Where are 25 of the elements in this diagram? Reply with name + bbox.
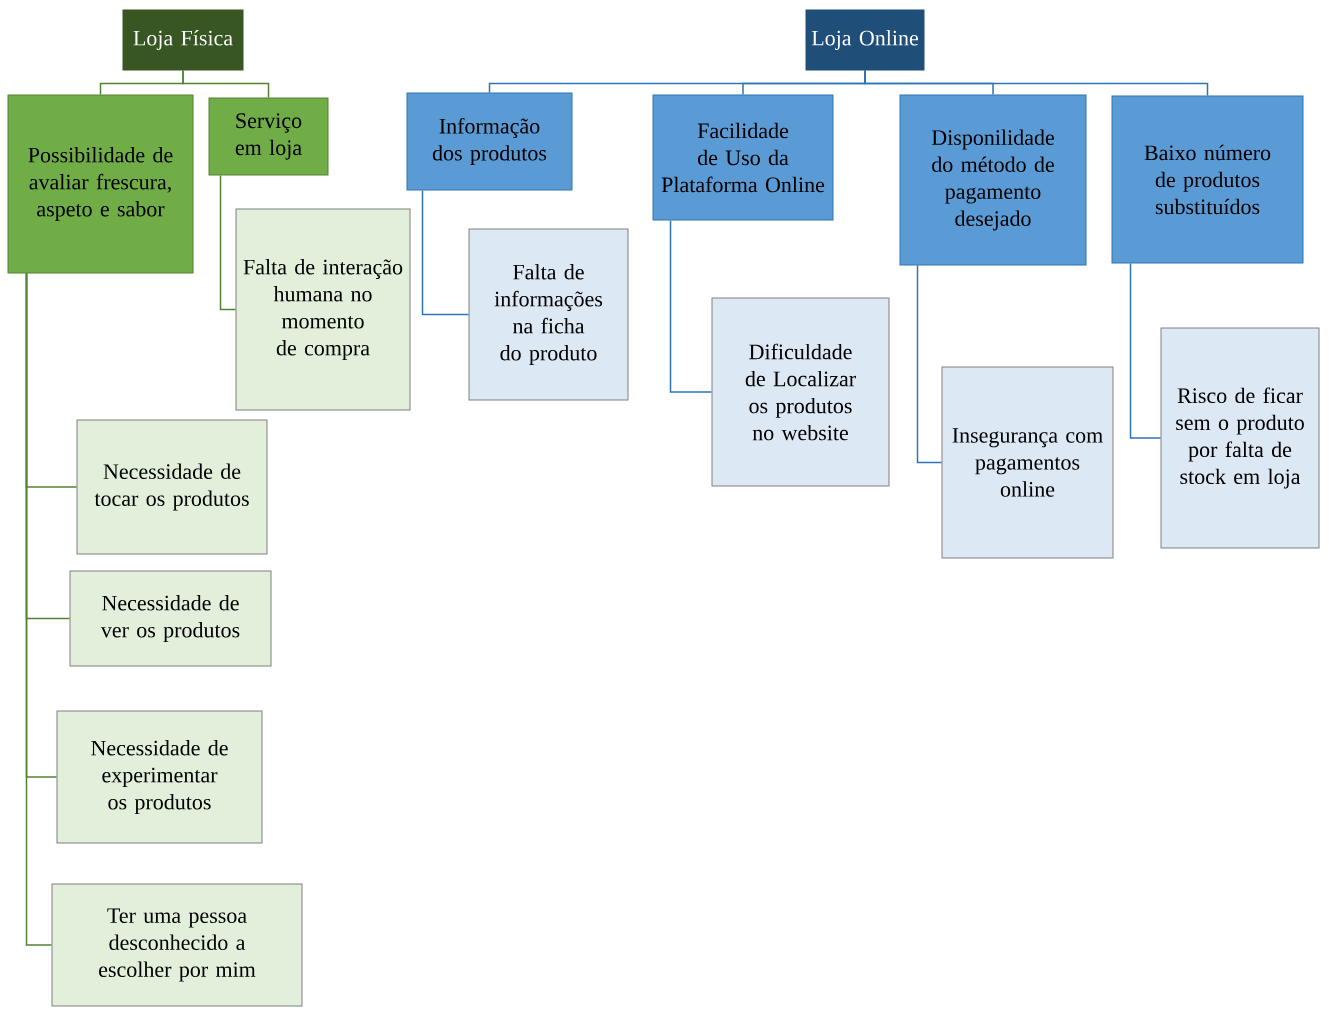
category-box: Baixo número de produtos substituídos xyxy=(1111,95,1304,264)
connector xyxy=(219,174,237,311)
connector xyxy=(421,189,470,316)
category-box: Possibilidade de avaliar frescura, aspeto e sabor xyxy=(7,94,194,274)
item-box: Necessidade de ver os produtos xyxy=(69,570,272,667)
category-box: Informação dos produtos xyxy=(406,92,573,191)
connector xyxy=(1129,262,1162,439)
item-box: Falta de interação humana no momento de compra xyxy=(235,208,411,411)
connector xyxy=(916,264,943,464)
category-box: Serviço em loja xyxy=(208,97,329,176)
item-box: Dificuldade de Localizar os produtos no website xyxy=(711,297,890,487)
connector xyxy=(25,272,53,946)
item-box: Necessidade de experimentar os produtos xyxy=(56,710,263,844)
connector xyxy=(669,219,713,393)
connector xyxy=(864,69,1209,97)
connector xyxy=(182,69,270,99)
item-box: Ter uma pessoa desconhecido a escolher por mim xyxy=(51,883,303,1007)
header-box: Loja Física xyxy=(122,9,244,71)
header-box: Loja Online xyxy=(805,9,925,71)
item-box: Falta de informações na ficha do produto xyxy=(468,228,629,401)
item-box: Insegurança com pagamentos online xyxy=(941,366,1114,559)
item-box: Necessidade de tocar os produtos xyxy=(76,419,268,555)
item-box: Risco de ficar sem o produto por falta de stock em loja xyxy=(1160,327,1320,549)
category-box: Facilidade de Uso da Plataforma Online xyxy=(652,94,834,221)
category-box: Disponilidade do método de pagamento desejado xyxy=(899,94,1087,266)
